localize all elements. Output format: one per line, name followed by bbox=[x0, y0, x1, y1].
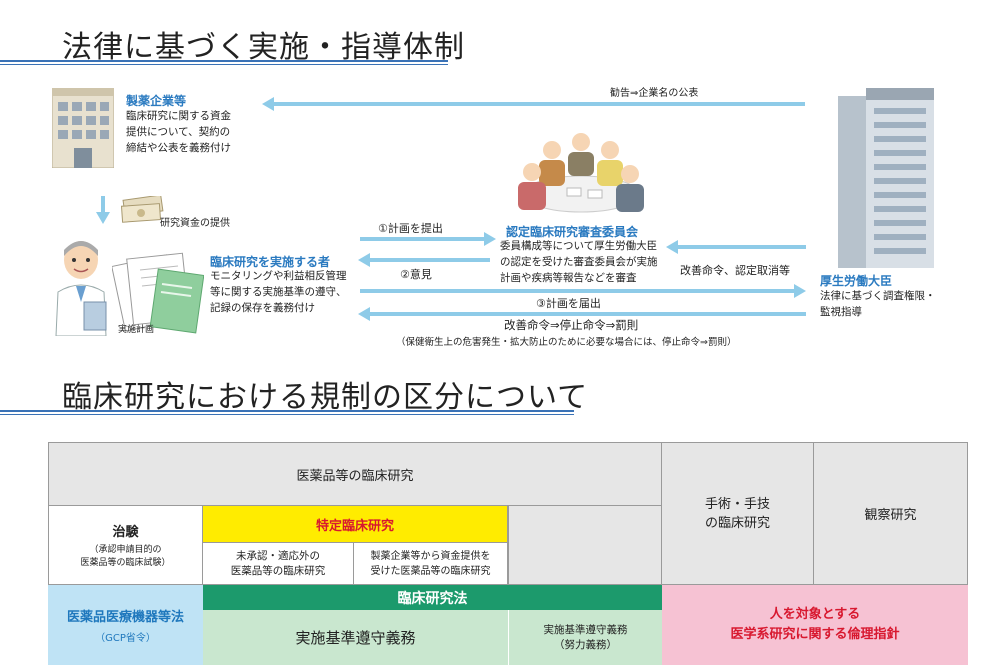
pharma-line: 臨床研究に関する資金 bbox=[126, 110, 231, 122]
compliance-effort-cell: 実施基準遵守義務 （努力義務） bbox=[509, 610, 662, 665]
committee-title: 認定臨床研究審査委員会 bbox=[506, 225, 639, 239]
mhlw-line: 法律に基づく調査権限・ bbox=[820, 290, 936, 302]
orders-label: 改善命令⇒停止命令⇒罰則 bbox=[504, 318, 639, 332]
funding-arrow bbox=[101, 196, 105, 214]
plan-doc-label: 実施計画 bbox=[118, 325, 155, 335]
surgery-cell: 手術・手技 の臨床研究 bbox=[661, 442, 814, 585]
pharma-clinical-other-cell bbox=[508, 505, 662, 585]
researcher-desc: モニタリングや利益相反管理 等に関する実施基準の遵守、 記録の保存を義務付け bbox=[210, 268, 347, 316]
pmd-act-text: 医薬品医療機器等法 bbox=[66, 610, 184, 625]
submit-plan-arrowhead bbox=[484, 232, 496, 246]
committee-desc: 委員構成等について厚生労働大臣 の認定を受けた審査委員会が実施 計画や疾病等報告… bbox=[500, 238, 658, 286]
money-icon bbox=[120, 196, 164, 223]
doctor-icon bbox=[55, 241, 107, 336]
mhlw-line: 監視指導 bbox=[820, 306, 862, 318]
researcher-line: モニタリングや利益相反管理 bbox=[210, 270, 347, 282]
committee-line: 計画や疾病等報告などを審査 bbox=[500, 272, 637, 284]
section2-title: 臨床研究における規制の区分について bbox=[62, 380, 589, 415]
committee-icon bbox=[518, 133, 644, 213]
orders-arrow bbox=[368, 312, 806, 316]
improve-arrow bbox=[676, 245, 806, 249]
surgery-line: の臨床研究 bbox=[704, 515, 770, 531]
specific-clinical-text: 特定臨床研究 bbox=[315, 518, 394, 534]
notify-plan-arrowhead bbox=[794, 284, 806, 298]
ministry-building-icon bbox=[838, 88, 934, 268]
unapproved-line: 未承認・適応外の bbox=[236, 549, 320, 562]
trial-cell: 治験 （承認申請目的の 医薬品等の臨床試験） bbox=[48, 505, 203, 585]
researcher-line: 等に関する実施基準の遵守、 bbox=[210, 286, 347, 298]
funded-cell: 製薬企業等から資金提供を 受けた医薬品等の臨床研究 bbox=[353, 542, 508, 585]
ethics-line: 医学系研究に関する倫理指針 bbox=[730, 627, 900, 642]
observational-cell: 観察研究 bbox=[813, 442, 968, 585]
recommend-arrow bbox=[272, 102, 805, 106]
pharma-title: 製薬企業等 bbox=[126, 94, 187, 108]
section1-underline bbox=[0, 60, 448, 62]
section1-underline-thin bbox=[0, 64, 448, 65]
improve-revoke-label: 改善命令、認定取消等 bbox=[680, 264, 790, 277]
specific-clinical-cell: 特定臨床研究 bbox=[202, 505, 508, 543]
gcp-text: （GCP省令） bbox=[95, 633, 156, 644]
section1-title: 法律に基づく実施・指導体制 bbox=[62, 30, 465, 65]
notify-plan-label: ③計画を届出 bbox=[536, 297, 601, 310]
notify-plan-arrow bbox=[360, 289, 796, 293]
ethics-line: 人を対象とする bbox=[769, 607, 861, 622]
mhlw-desc: 法律に基づく調査権限・ 監視指導 bbox=[820, 288, 936, 320]
trial-title: 治験 bbox=[112, 524, 139, 540]
compliance-effort-line: 実施基準遵守義務 bbox=[543, 623, 628, 636]
compliance-cell: 実施基準遵守義務 bbox=[203, 610, 508, 665]
document-icon bbox=[112, 252, 204, 334]
improve-arrowhead bbox=[666, 240, 678, 254]
opinion-arrow bbox=[368, 258, 490, 262]
pharma-desc: 臨床研究に関する資金 提供について、契約の 締結や公表を義務付け bbox=[126, 108, 231, 156]
observational-text: 観察研究 bbox=[864, 508, 917, 523]
clinical-act-header: 臨床研究法 bbox=[203, 585, 662, 610]
recommend-label: 勧告⇒企業名の公表 bbox=[610, 88, 699, 99]
trial-sub-line: （承認申請目的の bbox=[89, 544, 162, 555]
compliance-effort-line: （努力義務） bbox=[554, 638, 617, 651]
committee-line: の認定を受けた審査委員会が実施 bbox=[500, 256, 658, 268]
funded-line: 受けた医薬品等の臨床研究 bbox=[370, 565, 491, 577]
submit-plan-label: ①計画を提出 bbox=[378, 222, 443, 235]
company-building-icon bbox=[52, 88, 114, 168]
funding-label: 研究資金の提供 bbox=[160, 218, 230, 229]
section2-underline bbox=[0, 410, 574, 412]
pmd-act-cell: 医薬品医療機器等法 （GCP省令） bbox=[48, 585, 203, 665]
ethics-cell: 人を対象とする 医学系研究に関する倫理指針 bbox=[662, 585, 968, 665]
committee-line: 委員構成等について厚生労働大臣 bbox=[500, 240, 658, 252]
recommend-arrowhead bbox=[262, 97, 274, 111]
unapproved-line: 医薬品等の臨床研究 bbox=[230, 564, 326, 577]
compliance-text: 実施基準遵守義務 bbox=[295, 629, 416, 647]
section2-underline-thin bbox=[0, 414, 574, 415]
researcher-title: 臨床研究を実施する者 bbox=[210, 255, 331, 269]
pharma-clinical-text: 医薬品等の臨床研究 bbox=[296, 468, 414, 484]
trial-sub-line: 医薬品等の臨床試験） bbox=[80, 557, 171, 568]
pharma-line: 締結や公表を義務付け bbox=[126, 142, 231, 154]
clinical-act-text: 臨床研究法 bbox=[397, 590, 468, 607]
pharma-line: 提供について、契約の bbox=[126, 126, 231, 138]
submit-plan-arrow bbox=[360, 237, 486, 241]
orders-arrowhead bbox=[358, 307, 370, 321]
unapproved-cell: 未承認・適応外の 医薬品等の臨床研究 bbox=[202, 542, 354, 585]
orders-note: （保健衛生上の危害発生・拡大防止のために必要な場合には、停止命令⇒罰則） bbox=[396, 337, 737, 348]
opinion-label: ②意見 bbox=[400, 268, 432, 281]
surgery-line: 手術・手技 bbox=[704, 496, 770, 512]
funding-arrowhead bbox=[96, 212, 110, 224]
mhlw-title: 厚生労働大臣 bbox=[820, 274, 893, 288]
researcher-line: 記録の保存を義務付け bbox=[210, 302, 315, 314]
opinion-arrowhead bbox=[358, 253, 370, 267]
funded-line: 製薬企業等から資金提供を bbox=[370, 550, 491, 562]
pharma-clinical-header: 医薬品等の臨床研究 bbox=[48, 442, 662, 506]
